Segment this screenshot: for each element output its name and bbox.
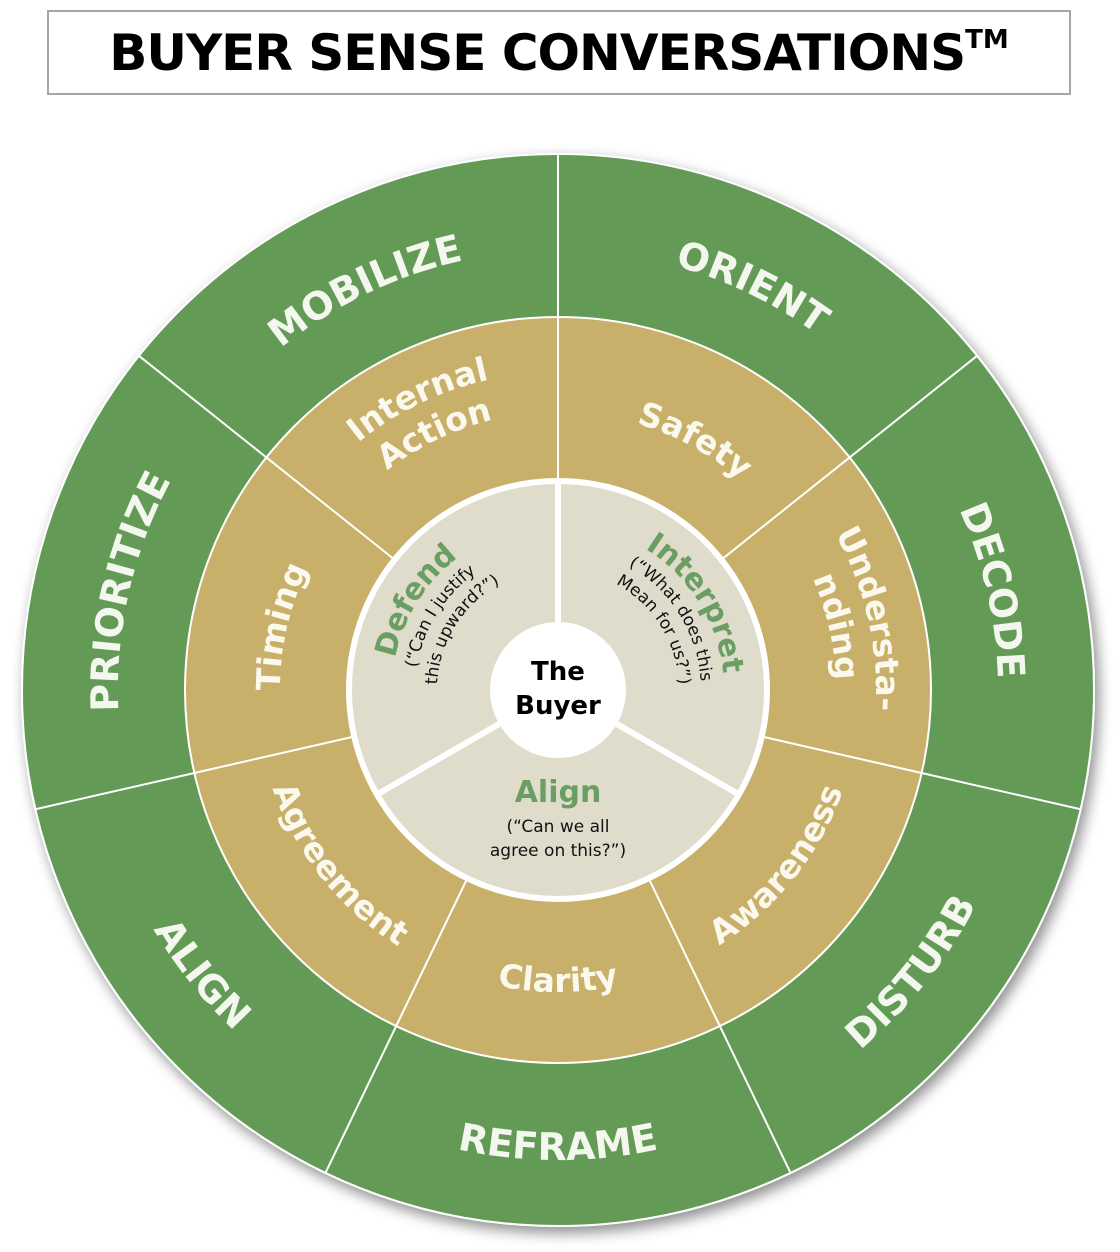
inner-divider-line — [615, 721, 741, 798]
inner-divider-line — [375, 721, 501, 798]
center-circle — [490, 622, 626, 758]
middle-label-clarity-path-text: Clarity — [496, 955, 621, 1000]
outer-divider-line — [718, 1025, 792, 1174]
center-label-line-2: Buyer — [515, 691, 601, 721]
inner-quote-align-line-2: agree on this?”) — [490, 841, 626, 861]
middle-divider-line — [265, 456, 396, 561]
title-box: BUYER SENSE CONVERSATIONSTM — [47, 10, 1071, 95]
outer-divider-line — [848, 355, 978, 459]
middle-divider-line — [194, 735, 355, 774]
title-text: BUYER SENSE CONVERSATIONS — [109, 23, 966, 82]
outer-dividers — [35, 154, 1081, 1174]
middle-divider-line — [761, 735, 922, 774]
middle-divider-line — [647, 877, 721, 1027]
page-title: BUYER SENSE CONVERSATIONSTM — [109, 24, 1008, 82]
middle-label-clarity: Clarity — [496, 955, 621, 1000]
inner-dividers — [375, 481, 741, 798]
outer-divider-line — [138, 355, 268, 459]
inner-quote-align-line-1: (“Can we all — [507, 817, 610, 837]
outer-divider-line — [35, 772, 195, 811]
middle-divider-line — [720, 456, 851, 561]
inner-title-align: Align — [515, 775, 602, 810]
center-label-line-1: The — [531, 657, 585, 687]
middle-divider-line — [395, 877, 469, 1027]
middle-dividers — [194, 317, 922, 1027]
outer-divider-line — [921, 772, 1081, 811]
trademark-symbol: TM — [965, 24, 1009, 55]
outer-divider-line — [324, 1025, 398, 1174]
